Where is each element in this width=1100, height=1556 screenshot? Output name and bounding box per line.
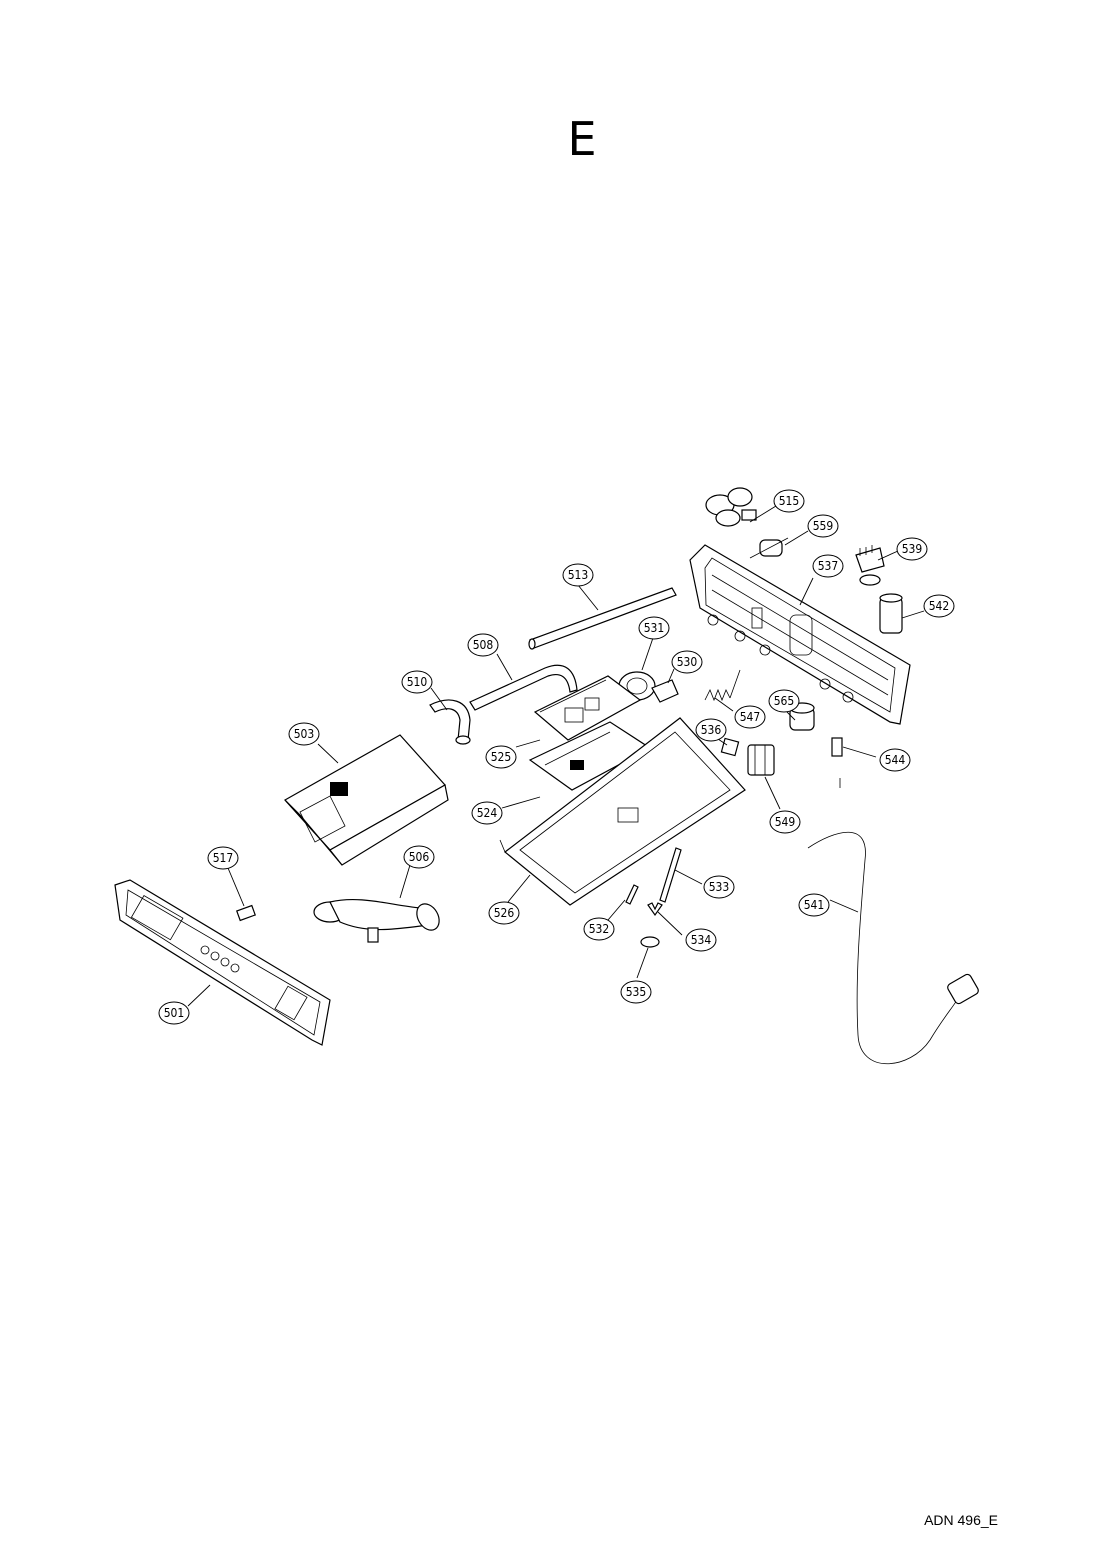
svg-text:517: 517 <box>213 851 234 865</box>
svg-text:503: 503 <box>294 727 315 741</box>
connector-comb <box>855 545 885 586</box>
callout-534: 534 <box>685 928 717 952</box>
callout-524: 524 <box>471 801 503 825</box>
part-544 <box>831 737 843 788</box>
callout-544: 544 <box>879 748 911 772</box>
part-drawings <box>114 487 979 1065</box>
svg-text:539: 539 <box>902 542 923 556</box>
callout-506: 506 <box>403 845 435 869</box>
svg-text:542: 542 <box>929 599 950 613</box>
part-517 <box>236 904 256 922</box>
callout-565: 565 <box>768 689 800 713</box>
rear-frame <box>689 544 911 725</box>
svg-text:536: 536 <box>701 723 722 737</box>
callout-531: 531 <box>638 616 670 640</box>
callout-525: 525 <box>485 745 517 769</box>
callout-517: 517 <box>207 846 239 870</box>
capacitor <box>879 593 903 634</box>
svg-text:525: 525 <box>491 750 512 764</box>
pin-532 <box>625 884 639 905</box>
callout-536: 536 <box>695 718 727 742</box>
svg-text:524: 524 <box>477 806 498 820</box>
callout-530: 530 <box>671 650 703 674</box>
svg-text:526: 526 <box>494 906 515 920</box>
mains-cable <box>807 831 979 1065</box>
svg-text:533: 533 <box>709 880 730 894</box>
svg-text:549: 549 <box>775 815 796 829</box>
leader-lines <box>187 505 925 1007</box>
callout-501: 501 <box>158 1001 190 1025</box>
callout-541: 541 <box>798 893 830 917</box>
svg-text:565: 565 <box>774 694 795 708</box>
svg-text:532: 532 <box>589 922 610 936</box>
callout-559: 559 <box>807 514 839 538</box>
svg-text:534: 534 <box>691 933 712 947</box>
svg-text:530: 530 <box>677 655 698 669</box>
callout-539: 539 <box>896 537 928 561</box>
foot-535 <box>640 936 660 948</box>
document-code: ADN 496_E <box>924 1512 998 1528</box>
part-565 <box>789 702 815 731</box>
water-valves <box>705 487 757 527</box>
svg-text:515: 515 <box>779 494 800 508</box>
hose-510 <box>429 699 471 745</box>
front-panel <box>114 879 331 1046</box>
callout-542: 542 <box>923 594 955 618</box>
part-530 <box>651 679 679 703</box>
callout-532: 532 <box>583 917 615 941</box>
svg-text:506: 506 <box>409 850 430 864</box>
bellows-506 <box>313 899 440 943</box>
hose-513 <box>528 587 677 650</box>
svg-text:559: 559 <box>813 519 834 533</box>
svg-text:513: 513 <box>568 568 589 582</box>
callout-547: 547 <box>734 705 766 729</box>
callout-510: 510 <box>401 670 433 694</box>
callout-bubbles: 515 559 539 513 537 542 531 508 530 510 … <box>158 489 955 1025</box>
hose-508 <box>469 664 578 711</box>
base-tray <box>499 717 746 906</box>
svg-text:535: 535 <box>626 985 647 999</box>
svg-text:531: 531 <box>644 621 665 635</box>
callout-513: 513 <box>562 563 594 587</box>
y-connector <box>647 902 663 917</box>
svg-text:510: 510 <box>407 675 428 689</box>
svg-text:547: 547 <box>740 710 761 724</box>
callout-503: 503 <box>288 722 320 746</box>
svg-text:537: 537 <box>818 559 839 573</box>
callout-537: 537 <box>812 554 844 578</box>
valve-559 <box>749 537 789 559</box>
relay-549 <box>747 744 775 776</box>
page-title: E <box>567 112 597 166</box>
callout-526: 526 <box>488 901 520 925</box>
control-pcb <box>533 675 642 741</box>
part-536 <box>720 737 740 757</box>
svg-text:541: 541 <box>804 898 825 912</box>
callout-535: 535 <box>620 980 652 1004</box>
rod-533 <box>659 847 682 903</box>
callout-533: 533 <box>703 875 735 899</box>
svg-text:501: 501 <box>164 1006 185 1020</box>
detergent-dispenser <box>284 734 449 866</box>
svg-text:544: 544 <box>885 753 906 767</box>
svg-text:508: 508 <box>473 638 494 652</box>
callout-549: 549 <box>769 810 801 834</box>
callout-515: 515 <box>773 489 805 513</box>
spring <box>704 669 741 702</box>
callout-508: 508 <box>467 633 499 657</box>
